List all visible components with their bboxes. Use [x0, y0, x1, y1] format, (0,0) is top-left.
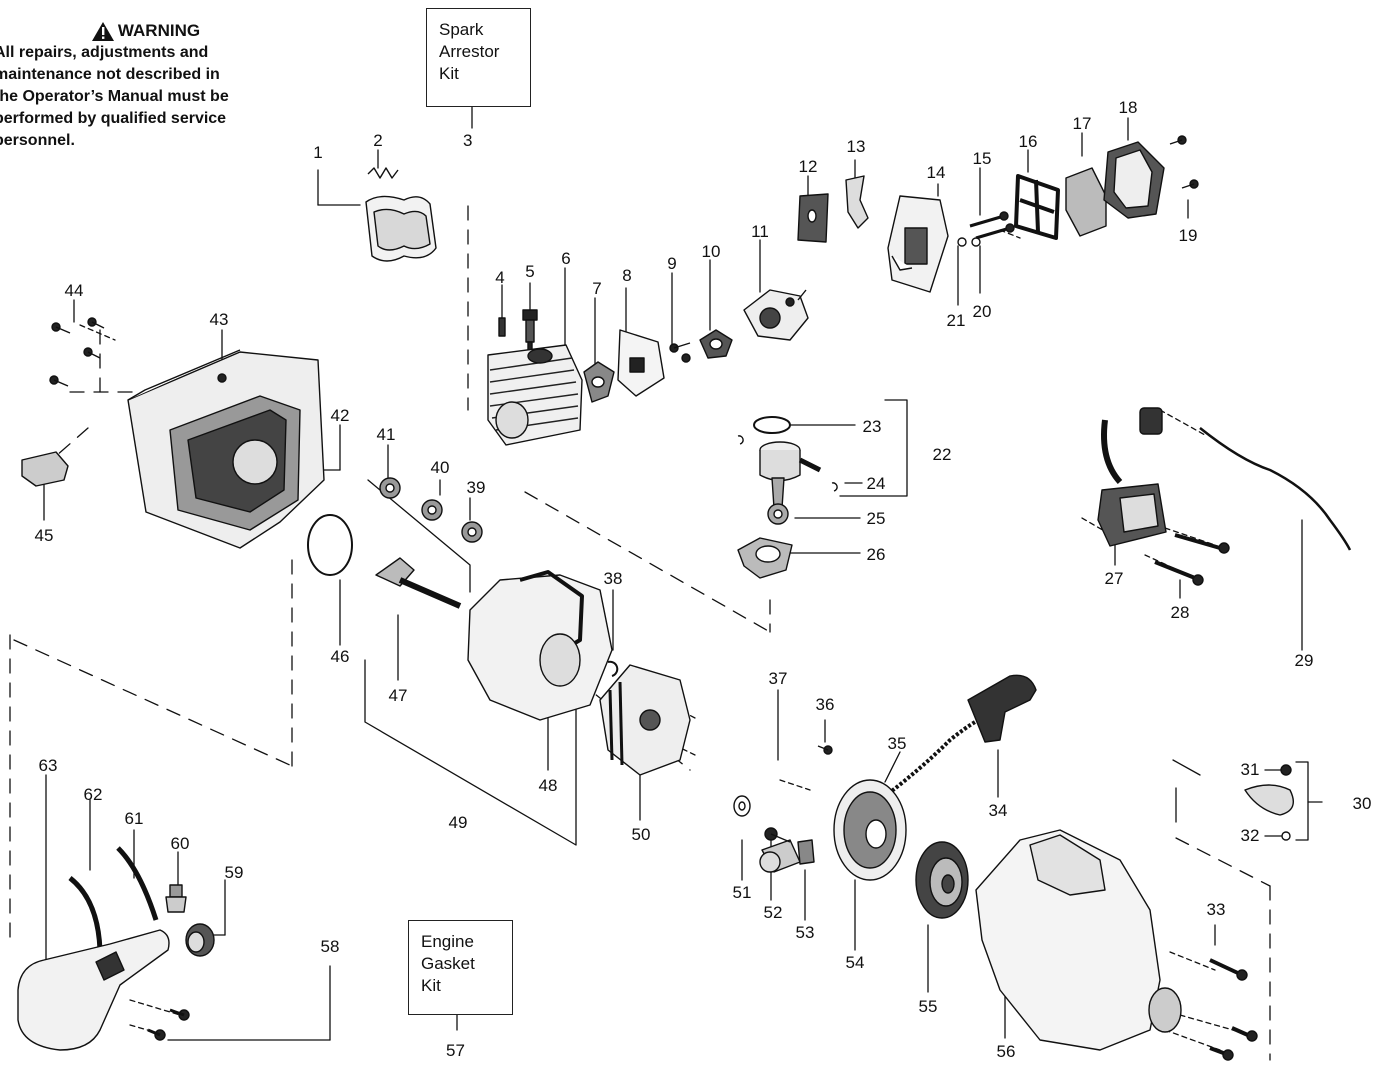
part-number-51: 51	[733, 883, 752, 902]
part-number-2: 2	[373, 131, 382, 150]
part-number-41: 41	[377, 425, 396, 444]
part-number-52: 52	[764, 903, 783, 922]
part-number-12: 12	[799, 157, 818, 176]
part-number-11: 11	[751, 222, 769, 241]
spark-arrestor-kit-box: Spark Arrestor Kit	[426, 8, 531, 107]
engine-gasket-kit-ref: 57	[446, 1041, 465, 1060]
part-number-23: 23	[863, 417, 882, 436]
part-number-33: 33	[1207, 900, 1226, 919]
part-number-9: 9	[667, 254, 676, 273]
part-number-50: 50	[632, 825, 651, 844]
kit-label-line: Arrestor	[439, 42, 500, 61]
part-number-61: 61	[125, 809, 144, 828]
part-number-15: 15	[973, 149, 992, 168]
part-number-10: 10	[702, 242, 721, 261]
part-number-31: 31	[1241, 760, 1260, 779]
part-number-5: 5	[525, 262, 534, 281]
part-number-46: 46	[331, 647, 350, 666]
part-number-30: 30	[1353, 794, 1372, 813]
warning-line: maintenance not described in	[0, 66, 220, 83]
part-number-16: 16	[1019, 132, 1038, 151]
part-number-8: 8	[622, 266, 631, 285]
part-number-53: 53	[796, 923, 815, 942]
part-number-6: 6	[561, 249, 570, 268]
warning-heading-row: WARNING	[0, 20, 294, 42]
part-number-39: 39	[467, 478, 486, 497]
part-number-17: 17	[1073, 114, 1092, 133]
part-number-21: 21	[947, 311, 966, 330]
part-number-18: 18	[1119, 98, 1138, 117]
part-number-32: 32	[1241, 826, 1260, 845]
spark-arrestor-kit-ref: 3	[463, 131, 473, 150]
part-number-45: 45	[35, 526, 54, 545]
kit-label-line: Gasket	[421, 954, 475, 973]
warning-triangle-icon	[92, 22, 114, 41]
part-number-4: 4	[495, 268, 504, 287]
part-number-29: 29	[1295, 651, 1314, 670]
part-number-48: 48	[539, 776, 558, 795]
part-number-7: 7	[592, 279, 601, 298]
part-number-24: 24	[867, 474, 886, 493]
part-number-26: 26	[867, 545, 886, 564]
part-number-55: 55	[919, 997, 938, 1016]
part-number-62: 62	[84, 785, 103, 804]
part-number-58: 58	[321, 937, 340, 956]
kit-label-line: Kit	[439, 64, 459, 83]
part-number-63: 63	[39, 756, 58, 775]
part-number-19: 19	[1179, 226, 1198, 245]
part-number-49: 49	[449, 813, 468, 832]
part-number-20: 20	[973, 302, 992, 321]
part-number-13: 13	[847, 137, 866, 156]
part-number-28: 28	[1171, 603, 1190, 622]
kit-label-line: Spark	[439, 20, 484, 39]
part-number-43: 43	[210, 310, 229, 329]
part-number-14: 14	[927, 163, 946, 182]
part-number-1: 1	[313, 143, 322, 162]
warning-line: the Operator’s Manual must be	[0, 88, 229, 105]
part-number-34: 34	[989, 801, 1008, 820]
part-number-40: 40	[431, 458, 450, 477]
kit-label-line: Engine	[421, 932, 474, 951]
part-number-27: 27	[1105, 569, 1124, 588]
part-number-60: 60	[171, 834, 190, 853]
part-number-47: 47	[389, 686, 408, 705]
kit-label-line: Kit	[421, 976, 441, 995]
part-number-37: 37	[769, 669, 788, 688]
warning-text: All repairs, adjustments and maintenance…	[0, 42, 294, 152]
part-number-22: 22	[933, 445, 952, 464]
part-number-44: 44	[65, 281, 84, 300]
part-number-54: 54	[846, 953, 865, 972]
part-number-35: 35	[888, 734, 907, 753]
part-number-38: 38	[604, 569, 623, 588]
warning-notice: WARNING All repairs, adjustments and mai…	[0, 20, 294, 152]
part-number-56: 56	[997, 1042, 1016, 1061]
warning-line: All repairs, adjustments and	[0, 44, 209, 61]
part-number-36: 36	[816, 695, 835, 714]
engine-gasket-kit-box: Engine Gasket Kit	[408, 920, 513, 1015]
part-number-25: 25	[867, 509, 886, 528]
part-number-42: 42	[331, 406, 350, 425]
part-number-59: 59	[225, 863, 244, 882]
warning-line: performed by qualified service	[0, 110, 227, 127]
warning-line: personnel.	[0, 132, 75, 149]
warning-heading: WARNING	[117, 21, 201, 40]
